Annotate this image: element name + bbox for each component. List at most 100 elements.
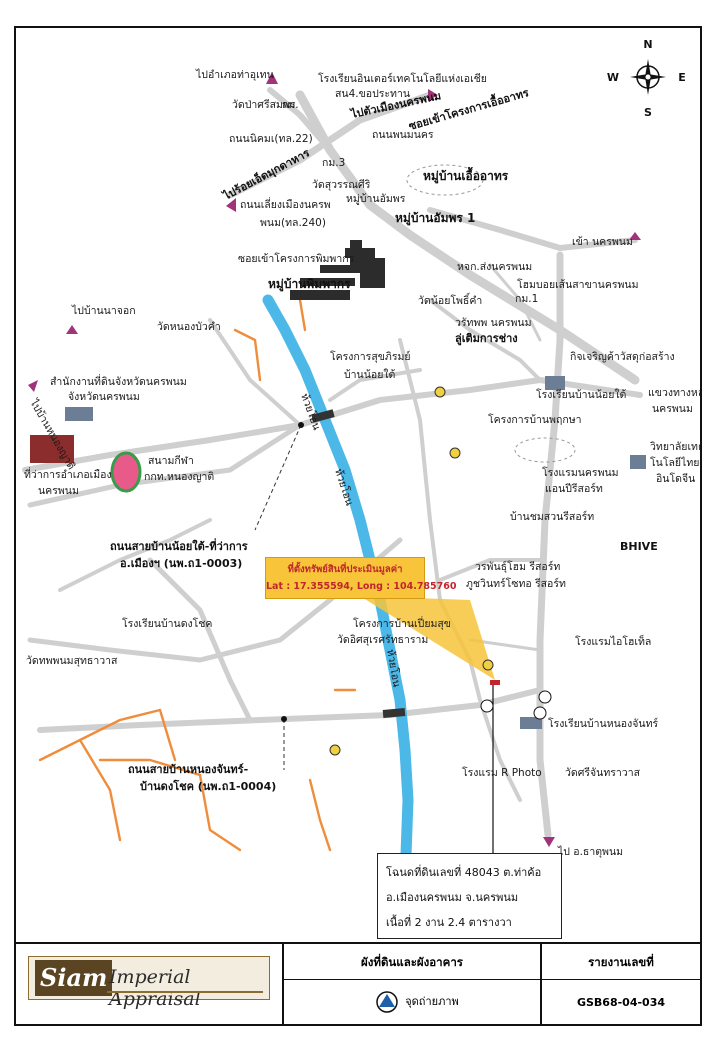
label-dealer: โฮมบอยเส้นสาขานครพนม — [517, 278, 639, 291]
report-number-title: รายงานเลขที่ — [542, 944, 700, 980]
label-wat-noi-pho-kham: วัดน้อยโพธิ์คำ — [418, 292, 482, 307]
label-village-ua-athon: หมู่บ้านเอื้ออาทร — [423, 166, 509, 184]
subject-property-marker — [490, 680, 500, 685]
label-to-that-phanom: ไป อ.ธาตุพนม — [557, 845, 623, 858]
label-soi-phimphakon: ซอยเข้าโครงการพิมพากร — [238, 252, 355, 265]
label-wat-nong-bua-kham: วัดหนองบัวคำ — [157, 321, 221, 333]
label-school-noi: โรงเรียนบ้านน้อยใต้ — [536, 388, 626, 401]
subject-location-callout: ที่ตั้งทรัพย์สินที่ประเมินมูลค่า Lat : 1… — [265, 557, 457, 599]
label-nikhom-road: ถนนนิคมเ(ทล.22) — [229, 133, 313, 145]
label-to-tha-uthen: ไปอำเภอท่าอุเทน — [195, 68, 274, 81]
compass-s: S — [644, 106, 652, 119]
bridge-icon — [311, 409, 406, 718]
callout-leader — [360, 596, 495, 680]
label-school-khong: โรงเรียนบ้านดงโชค — [122, 617, 212, 630]
label-bhive: BHIVE — [620, 540, 658, 553]
label-phu-resort: ภูชวินทร์โซทอ รีสอร์ท — [466, 577, 566, 590]
label-km1: กม.1 — [515, 293, 538, 305]
label-ban-somewan: บ้านชมสวนรีสอร์ท — [510, 510, 594, 523]
report-number: GSB68-04-034 — [576, 996, 666, 1009]
label-wat-pa-sri-somporn: วัดป่าศรีสมพร — [232, 98, 296, 111]
map-frame — [14, 26, 702, 1026]
compass-w: W — [607, 71, 619, 84]
compass-e: E — [678, 71, 686, 84]
label-road-noi-tai: ถนนสายบ้านน้อยใต้-ที่ว่าการ — [110, 538, 248, 553]
label-village-amphon: หมู่บ้านอัมพร — [346, 193, 406, 205]
label-hotel-r-photo: โรงแรม R Photo — [462, 766, 542, 779]
report-number-cell: รายงานเลขที่ GSB68-04-034 — [542, 944, 700, 1026]
compass-icon — [630, 59, 666, 95]
photo-point-legend-label: จุดถ่ายภาพ — [405, 995, 459, 1008]
label-to-ban-na-chok: ไปบ้านนาจอก — [71, 304, 136, 317]
label-project-ban-phrae: โครงการบ้านพฤกษา — [488, 413, 582, 426]
logo-siam-text: Siam — [35, 960, 113, 996]
label-wat-sri-chan: วัดศรีจันทราวาส — [565, 766, 641, 779]
label-wara: วรพันธุ์โฮม รีสอร์ท — [475, 560, 560, 573]
label-college-2: โนโลยีไทย- — [650, 456, 700, 469]
label-river-3: ห้วยโอน — [384, 648, 403, 688]
label-traffic-light: แขวงทางหลวง — [648, 387, 700, 399]
company-logo: Siam Imperial Appraisal — [28, 956, 270, 1010]
label-land-office-2: จังหวัดนครพนม — [68, 391, 140, 403]
ua-athon-area — [406, 164, 484, 196]
label-builder: ลู่เติมการช่าง — [455, 332, 518, 346]
compass-n: N — [643, 38, 652, 51]
photo-point-legend-icon — [376, 991, 398, 1013]
label-kitcharoen: กิจเจริญค้าวัสดุก่อสร้าง — [570, 351, 675, 363]
label-tax-office: สน4.ขอประทาน — [335, 88, 410, 100]
title-deed-line-1: โฉนดที่ดินเลขที่ 48043 ต.ท่าค้อ — [386, 866, 542, 879]
label-road-nong-chan-2: บ้านดงโชค (นพ.ถ1-0004) — [140, 779, 276, 793]
direction-arrow-icon — [28, 72, 641, 847]
logo-imperial-text: Imperial Appraisal — [109, 966, 201, 1010]
label-wat-sutham: วัดสุวรรณศีริ — [312, 178, 371, 191]
label-warin: วรัทพพ นครพนม — [455, 317, 532, 329]
callout-title: ที่ตั้งทรัพย์สินที่ประเมินมูลค่า — [287, 564, 403, 575]
label-project-suk: โครงการสุขภิรมย์ — [330, 350, 411, 363]
label-land-office: สำนักงานที่ดินจังหวัดนครพนม — [50, 374, 187, 388]
callout-coords: Lat : 17.355594, Long : 104.785760 — [266, 581, 457, 592]
building-icon — [30, 376, 646, 729]
label-road-noi-tai-code: อ.เมืองฯ (นพ.ถ1-0003) — [120, 557, 242, 570]
title-deed-line-3: เนื้อที่ 2 งาน 2.4 ตารางวา — [386, 916, 512, 929]
label-to-nakhon-phanom: เข้า นครพนม — [572, 236, 633, 248]
plan-title: ผังที่ดินและผังอาคาร — [284, 944, 540, 980]
label-wat-phanom: วัดทพพนมสุทธาวาส — [26, 655, 118, 667]
label-road-nakhon-phanom: ถนนพนมนคร — [372, 129, 434, 141]
location-map: N S E W ไปอำเภอท่าอุเทน วัดป่าศรีสมพร โร… — [22, 38, 700, 861]
label-hotel-nakhon-2: แอนปีรีสอร์ท — [545, 482, 603, 495]
label-stadium-2: กกท.หนองญาติ — [144, 471, 214, 483]
label-school-nong-chan: โรงเรียนบ้านหนองจันทร์ — [548, 717, 658, 730]
label-km3: กม.3 — [322, 157, 345, 169]
label-stadium: สนามกีฬา — [148, 454, 194, 467]
report-footer: Siam Imperial Appraisal ผังที่ดินและผังอ… — [14, 942, 702, 1026]
label-college: วิทยาลัยเทค — [650, 441, 700, 453]
label-college-3: อินโดจีน — [656, 472, 695, 485]
ban-phrae-area — [514, 437, 576, 463]
label-village-phimphakon: หมู่บ้านพิมพากร — [268, 277, 351, 292]
label-district-office-2: นครพนม — [38, 485, 79, 497]
photo-point-icon — [329, 386, 552, 756]
title-deed-line-2: อ.เมืองนครพนม จ.นครพนม — [386, 891, 519, 904]
label-traffic-light-2: นครพนม — [652, 403, 693, 415]
label-hotel-hotshe: โรงแรมไอโฮเท็ล — [575, 634, 651, 648]
label-wat-sri-thammaram: วัดอิศสุเรศรัทธาราม — [337, 634, 428, 646]
label-bypass-road: ถนนเลี่ยงเมืองนครพ — [240, 197, 331, 211]
title-deed-box: โฉนดที่ดินเลขที่ 48043 ต.ท่าค้อ อ.เมืองน… — [377, 853, 562, 939]
label-district-office: ที่ว่าการอำเภอเมือง — [24, 467, 112, 481]
label-project-ban-nim: โครงการบ้านเปี่ยมสุข — [353, 616, 451, 630]
label-village-amphon-1: หมู่บ้านอัมพร 1 — [395, 211, 475, 226]
secondary-roads — [38, 298, 357, 852]
label-hospital: หจก.ส่งนครพนม — [457, 261, 532, 273]
label-road-nong-chan: ถนนสายบ้านหนองจันทร์- — [128, 763, 248, 776]
label-ban-noi-tai: บ้านน้อยใต้ — [344, 368, 396, 381]
stadium-icon — [110, 451, 142, 493]
label-school-intl: โรงเรียนอินเตอร์เทคโนโลยีแห่งเอเชีย — [318, 72, 487, 85]
company-logo-cell: Siam Imperial Appraisal — [14, 944, 284, 1026]
label-bypass-code: พนม(ทล.240) — [260, 217, 326, 229]
label-to-surroundings: ไปร้อยเอ็ดมุกดาหาร — [219, 145, 312, 204]
label-km: กม. — [282, 99, 299, 111]
plan-title-cell: ผังที่ดินและผังอาคาร จุดถ่ายภาพ — [284, 944, 542, 1026]
road-label-leader-1 — [254, 424, 302, 531]
village-phimphakon-block — [290, 240, 385, 300]
label-hotel-nakhon: โรงแรมนครพนม — [542, 466, 619, 479]
